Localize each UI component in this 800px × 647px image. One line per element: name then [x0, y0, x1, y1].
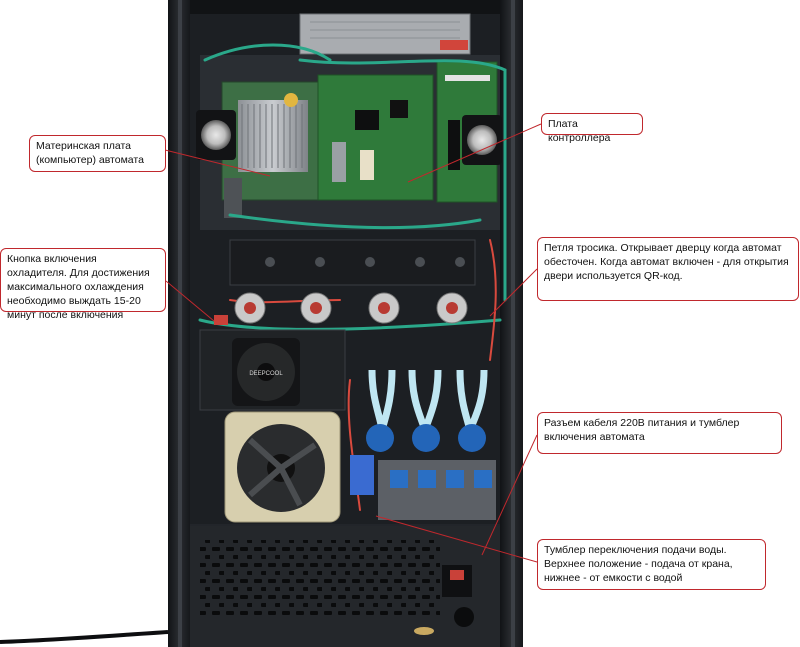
power-cord: [0, 630, 169, 644]
callout-controller: Плата контроллера: [541, 113, 643, 144]
power-supply: [299, 13, 471, 55]
radiator-fan: [224, 411, 341, 523]
fan-brand-label: DEEPCOOL: [249, 371, 283, 377]
cooler-fan: DEEPCOOL: [199, 329, 346, 411]
motherboard: [221, 81, 331, 218]
callout-water-switch-text: Тумблер переключения подачи воды. Верхне…: [544, 544, 733, 584]
callout-controller-text: Плата контроллера: [548, 118, 611, 144]
callout-cooler-button-text: Кнопка включения охладителя. Для достиже…: [7, 253, 150, 321]
callout-power-connector-text: Разъем кабеля 220В питания и тумблер вкл…: [544, 417, 740, 443]
lower-panel: [190, 526, 500, 647]
callout-water-switch: Тумблер переключения подачи воды. Верхне…: [537, 539, 766, 590]
right-speaker: [462, 115, 502, 165]
callout-cable-loop-text: Петля тросика. Открывает дверцу когда ав…: [544, 242, 789, 282]
motor-bracket: [229, 239, 476, 286]
cooler-button: [214, 315, 228, 325]
callout-motherboard: Материнская плата (компьютер) автомата: [29, 135, 166, 172]
callout-power-connector: Разъем кабеля 220В питания и тумблер вкл…: [537, 412, 782, 454]
callout-cable-loop: Петля тросика. Открывает дверцу когда ав…: [537, 237, 799, 301]
callout-motherboard-text: Материнская плата (компьютер) автомата: [36, 140, 144, 166]
pump-motors: [234, 292, 468, 324]
left-speaker: [196, 110, 236, 160]
leader-lines: [164, 123, 542, 563]
water-valves: [350, 369, 496, 520]
callout-cooler-button: Кнопка включения охладителя. Для достиже…: [0, 248, 166, 321]
